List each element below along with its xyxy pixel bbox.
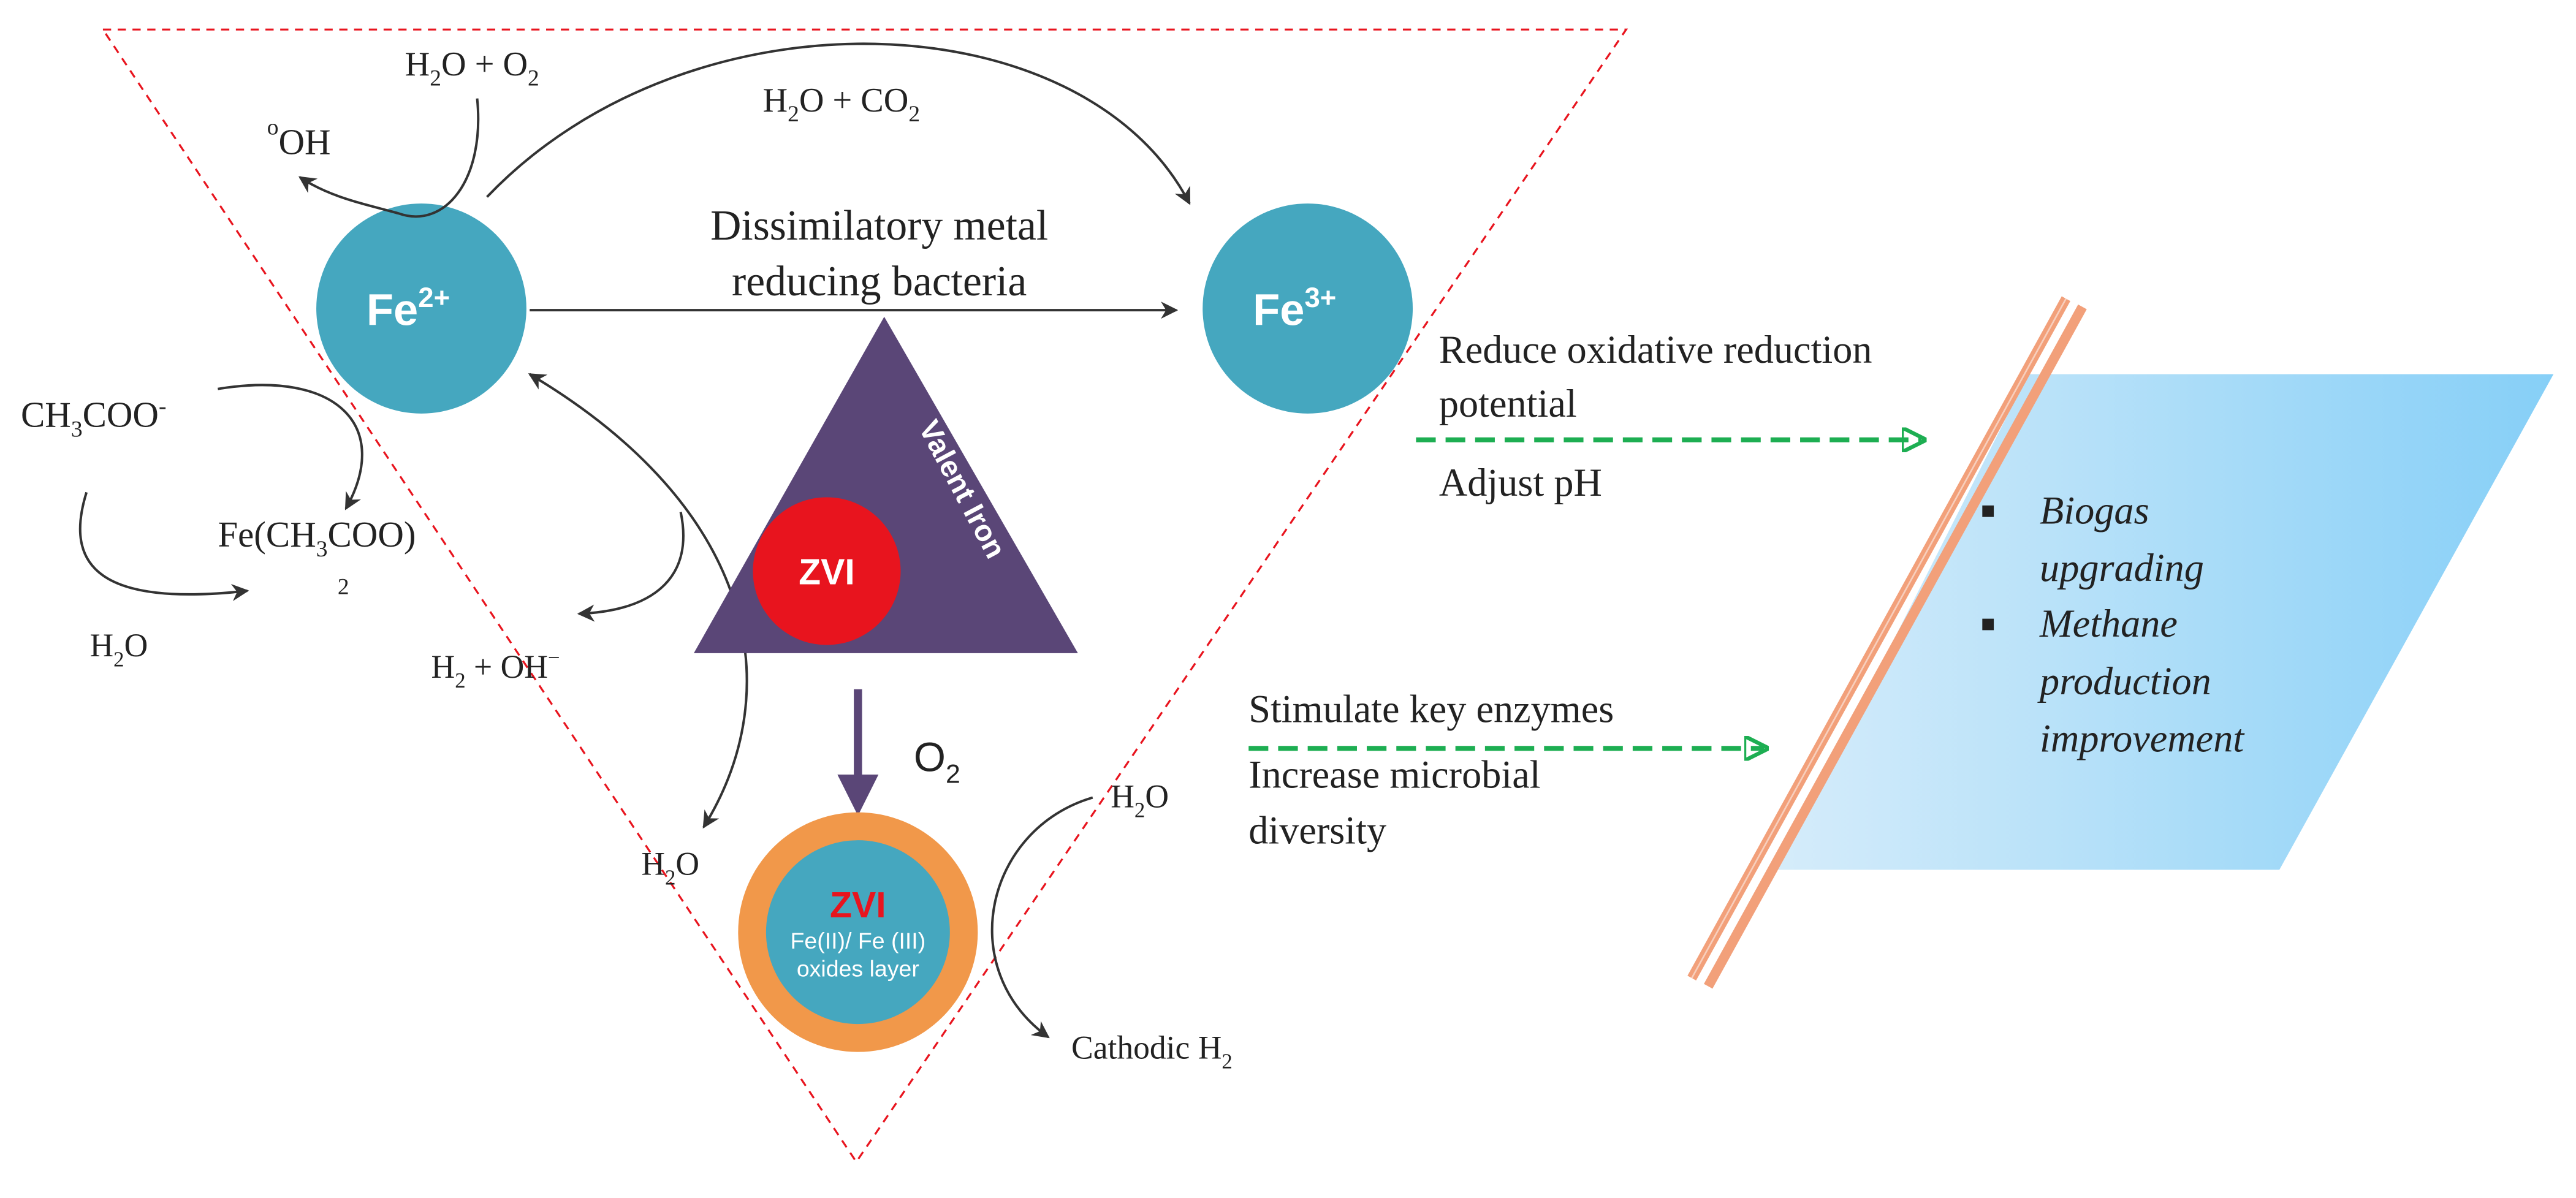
effect-top-line3: Adjust pH xyxy=(1439,461,1602,504)
bacteria-label-line2: reducing bacteria xyxy=(732,258,1027,305)
zvi-core-label: ZVI xyxy=(799,552,855,592)
outcome-item-methane: Methane production improvement xyxy=(1982,602,2245,760)
bacteria-label-line1: Dissimilatory metal xyxy=(710,202,1048,249)
oh-radical-arrow xyxy=(298,98,480,218)
bullet-icon xyxy=(1982,505,1994,517)
h2o-o2-label: H2O + O2 xyxy=(405,45,539,91)
h2-oh-label: H2 + OH− xyxy=(431,646,560,692)
acetate-to-fe-acetate-arrow xyxy=(218,384,363,510)
fe3-label: Fe3+ xyxy=(1253,282,1336,335)
zvi-core xyxy=(753,497,901,645)
h2-oh-arrow xyxy=(577,512,685,622)
oxide-layer-line2: oxides layer xyxy=(797,955,919,981)
h2o-co2-label: H2O + CO2 xyxy=(763,82,921,127)
fe2-to-fe3-arc-arrow xyxy=(486,42,1191,205)
svg-text:improvement: improvement xyxy=(2040,717,2245,760)
effect-bottom-line2: Increase microbial xyxy=(1248,753,1540,796)
effect-top-line2: potential xyxy=(1439,382,1577,425)
fe2-h2o-double-arrow xyxy=(528,373,748,829)
effect-bottom-line3: diversity xyxy=(1248,809,1386,852)
svg-text:Biogas: Biogas xyxy=(2040,488,2149,532)
svg-text:upgrading: upgrading xyxy=(2040,546,2204,590)
fe2-node xyxy=(316,203,526,414)
oxide-layer-line1: Fe(II)/ Fe (III) xyxy=(790,928,925,953)
fe2-label: Fe2+ xyxy=(367,282,450,335)
o2-label: O2 xyxy=(914,735,960,789)
effect-bottom-line1: Stimulate key enzymes xyxy=(1248,687,1614,730)
effect-top-line1: Reduce oxidative reduction xyxy=(1439,328,1872,371)
acetate-label: CH3COO- xyxy=(21,394,166,442)
outcome-item-biogas: Biogas upgrading xyxy=(1982,488,2204,590)
h2o-right-label: H2O xyxy=(1111,778,1169,822)
bullet-icon xyxy=(1982,618,1994,631)
svg-text:production: production xyxy=(2037,659,2211,703)
zvi-oxidized-title: ZVI xyxy=(830,885,886,925)
fe3-node xyxy=(1203,203,1413,414)
zvi-oxidized-core xyxy=(766,840,950,1025)
cathodic-h2-label: Cathodic H2 xyxy=(1071,1029,1233,1073)
h2o-left-label: H2O xyxy=(90,627,148,671)
acetate-to-fe-acetate-lower-arrow xyxy=(78,491,249,601)
fe-acetate-subscript: 2 xyxy=(338,574,349,599)
dashed-triangle xyxy=(101,28,1628,1164)
outcome-panel-stripe-2 xyxy=(1704,304,2087,989)
oh-radical-label: oOH xyxy=(267,115,331,162)
fe-acetate-label: Fe(CH3COO) xyxy=(218,515,416,562)
svg-text:Methane: Methane xyxy=(2039,602,2178,645)
h2o-bottom-label: H2O xyxy=(641,845,699,889)
outcome-panel xyxy=(1777,374,2554,870)
cathodic-h2-arrow xyxy=(990,796,1093,1039)
